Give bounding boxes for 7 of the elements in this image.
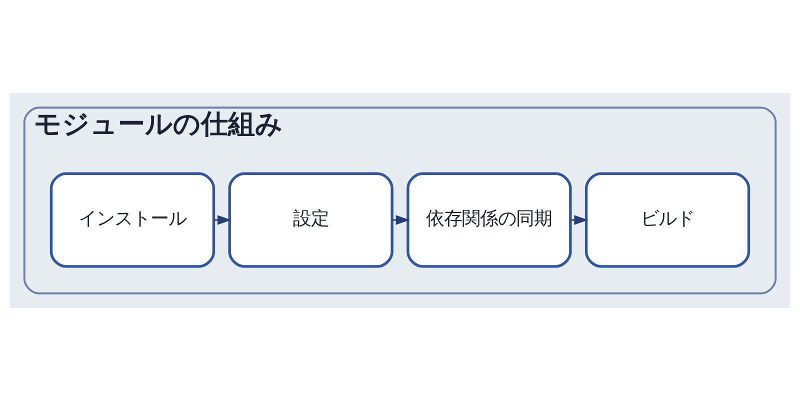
node-box: 依存関係の同期 [406, 172, 572, 268]
node-box: ビルド [584, 172, 750, 268]
arrow [392, 214, 410, 224]
node-box: 設定 [228, 172, 394, 268]
node-box: インストール [50, 172, 216, 268]
arrow [570, 214, 588, 224]
arrow [214, 214, 232, 224]
